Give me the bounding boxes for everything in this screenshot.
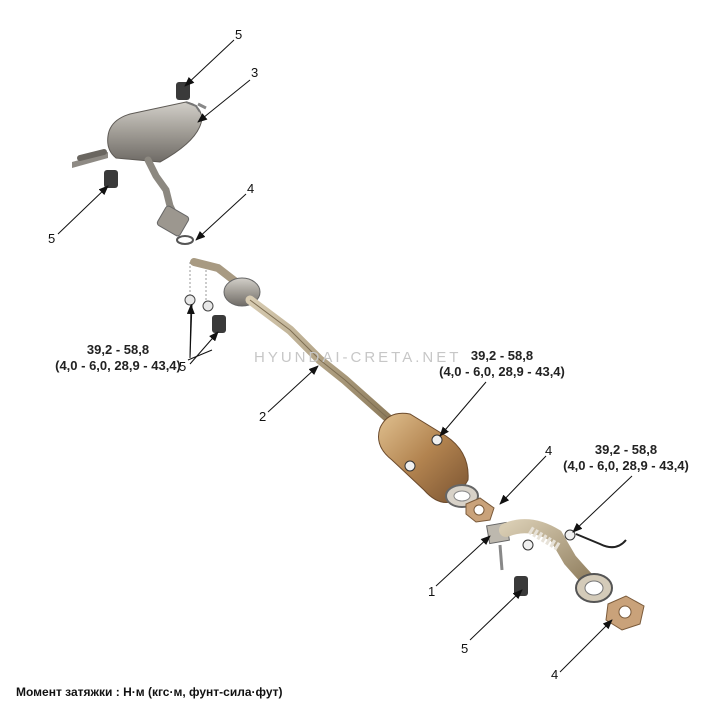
rubber-hanger-front [514, 576, 528, 596]
callout-rear-gasket: 4 [247, 181, 255, 196]
torque-value: 39,2 - 58,8 [470, 348, 534, 363]
callout-muffler-top-hanger: 5 [235, 27, 243, 42]
torque-value: 39,2 - 58,8 [86, 342, 150, 357]
rear-gasket [176, 235, 194, 245]
torque-spec-right: 39,2 - 58,8 (4,0 - 6,0, 28,9 - 43,4) [536, 442, 701, 474]
torque-spec-left: 39,2 - 58,8 (4,0 - 6,0, 28,9 - 43,4) [28, 342, 208, 374]
torque-spec-center: 39,2 - 58,8 (4,0 - 6,0, 28,9 - 43,4) [412, 348, 592, 380]
leader-lines [57, 39, 633, 673]
callout-front-pipe: 1 [428, 584, 436, 599]
callout-front-hanger: 5 [461, 641, 469, 656]
callout-rear-left-hanger: 5 [48, 231, 56, 246]
callout-front-gasket-lower: 4 [551, 667, 559, 682]
callout-center-pipe: 2 [259, 409, 267, 424]
rear-nuts [184, 262, 214, 312]
torque-units: (4,0 - 6,0, 28,9 - 43,4) [55, 358, 181, 373]
torque-caption: Момент затяжки : Н·м (кгс·м, фунт-сила·ф… [16, 685, 283, 699]
rubber-hanger-top [176, 82, 190, 100]
callout-center-hanger: 5 [179, 359, 187, 374]
rear-muffler [72, 101, 207, 237]
callout-rear-muffler: 3 [251, 65, 259, 80]
torque-value: 39,2 - 58,8 [594, 442, 658, 457]
front-pipe [486, 519, 627, 603]
center-pipe [190, 258, 479, 508]
rubber-hanger-left [104, 170, 118, 188]
torque-units: (4,0 - 6,0, 28,9 - 43,4) [439, 364, 565, 379]
front-gasket-lower [605, 595, 645, 631]
front-gasket-upper [465, 497, 495, 523]
rubber-hanger-center [212, 315, 226, 333]
watermark: HYUNDAI-CRETA.NET [254, 349, 462, 366]
torque-units: (4,0 - 6,0, 28,9 - 43,4) [563, 458, 689, 473]
callout-front-gasket-upper: 4 [545, 443, 553, 458]
